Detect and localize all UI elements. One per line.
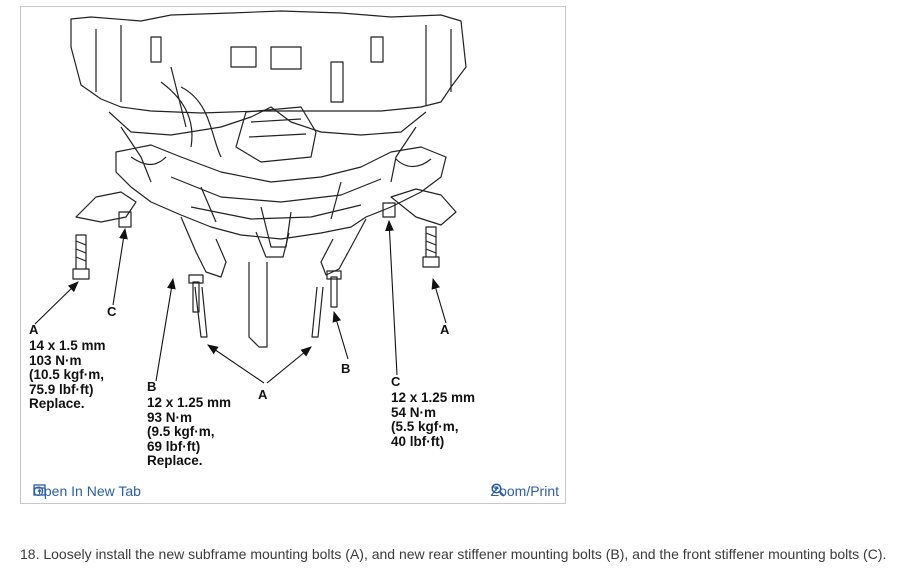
bolt-a-left — [72, 234, 90, 280]
label-c-right: C — [391, 374, 401, 389]
diagram-figure: A 14 x 1.5 mm 103 N·m (10.5 kgf·m, 75.9 … — [20, 6, 566, 504]
center-shaft — [248, 262, 268, 348]
bolt-b-left — [188, 274, 204, 313]
zoom-print-label: Zoom/Print — [490, 483, 559, 499]
spec-c: 12 x 1.25 mm 54 N·m (5.5 kgf·m, 40 lbf·f… — [391, 390, 476, 449]
spec-b: 12 x 1.25 mm 93 N·m (9.5 kgf·m, 69 lbf·f… — [147, 395, 232, 468]
label-a-center: A — [258, 387, 268, 402]
subframe — [115, 144, 447, 240]
label-b-left: B — [147, 379, 157, 394]
right-stiffener — [320, 218, 367, 276]
subframe-diagram — [34, 10, 467, 384]
label-a-left: A — [29, 322, 39, 337]
open-in-new-tab-label: Open In New Tab — [33, 483, 141, 499]
label-a-right: A — [440, 322, 450, 337]
transmission — [235, 106, 317, 163]
right-control-arm — [390, 188, 457, 226]
label-b-right: B — [341, 361, 351, 376]
bolt-b-right — [326, 270, 342, 308]
spec-a-left: 14 x 1.5 mm 103 N·m (10.5 kgf·m, 75.9 lb… — [29, 338, 106, 411]
left-stiffener — [180, 216, 227, 278]
left-control-arm — [75, 191, 137, 223]
zoom-magnifier-icon — [490, 483, 505, 497]
bolt-a-right — [422, 226, 440, 268]
bolt-c-left — [118, 211, 132, 228]
open-in-new-tab-link[interactable]: Open In New Tab — [33, 483, 141, 499]
open-new-tab-icon — [33, 484, 46, 496]
zoom-print-link[interactable]: Zoom/Print — [491, 483, 559, 499]
label-c-left: C — [107, 304, 117, 319]
bolt-c-right — [382, 202, 396, 218]
engine-outline — [70, 10, 467, 114]
step-instruction: 18. Loosely install the new subframe mou… — [20, 546, 887, 562]
